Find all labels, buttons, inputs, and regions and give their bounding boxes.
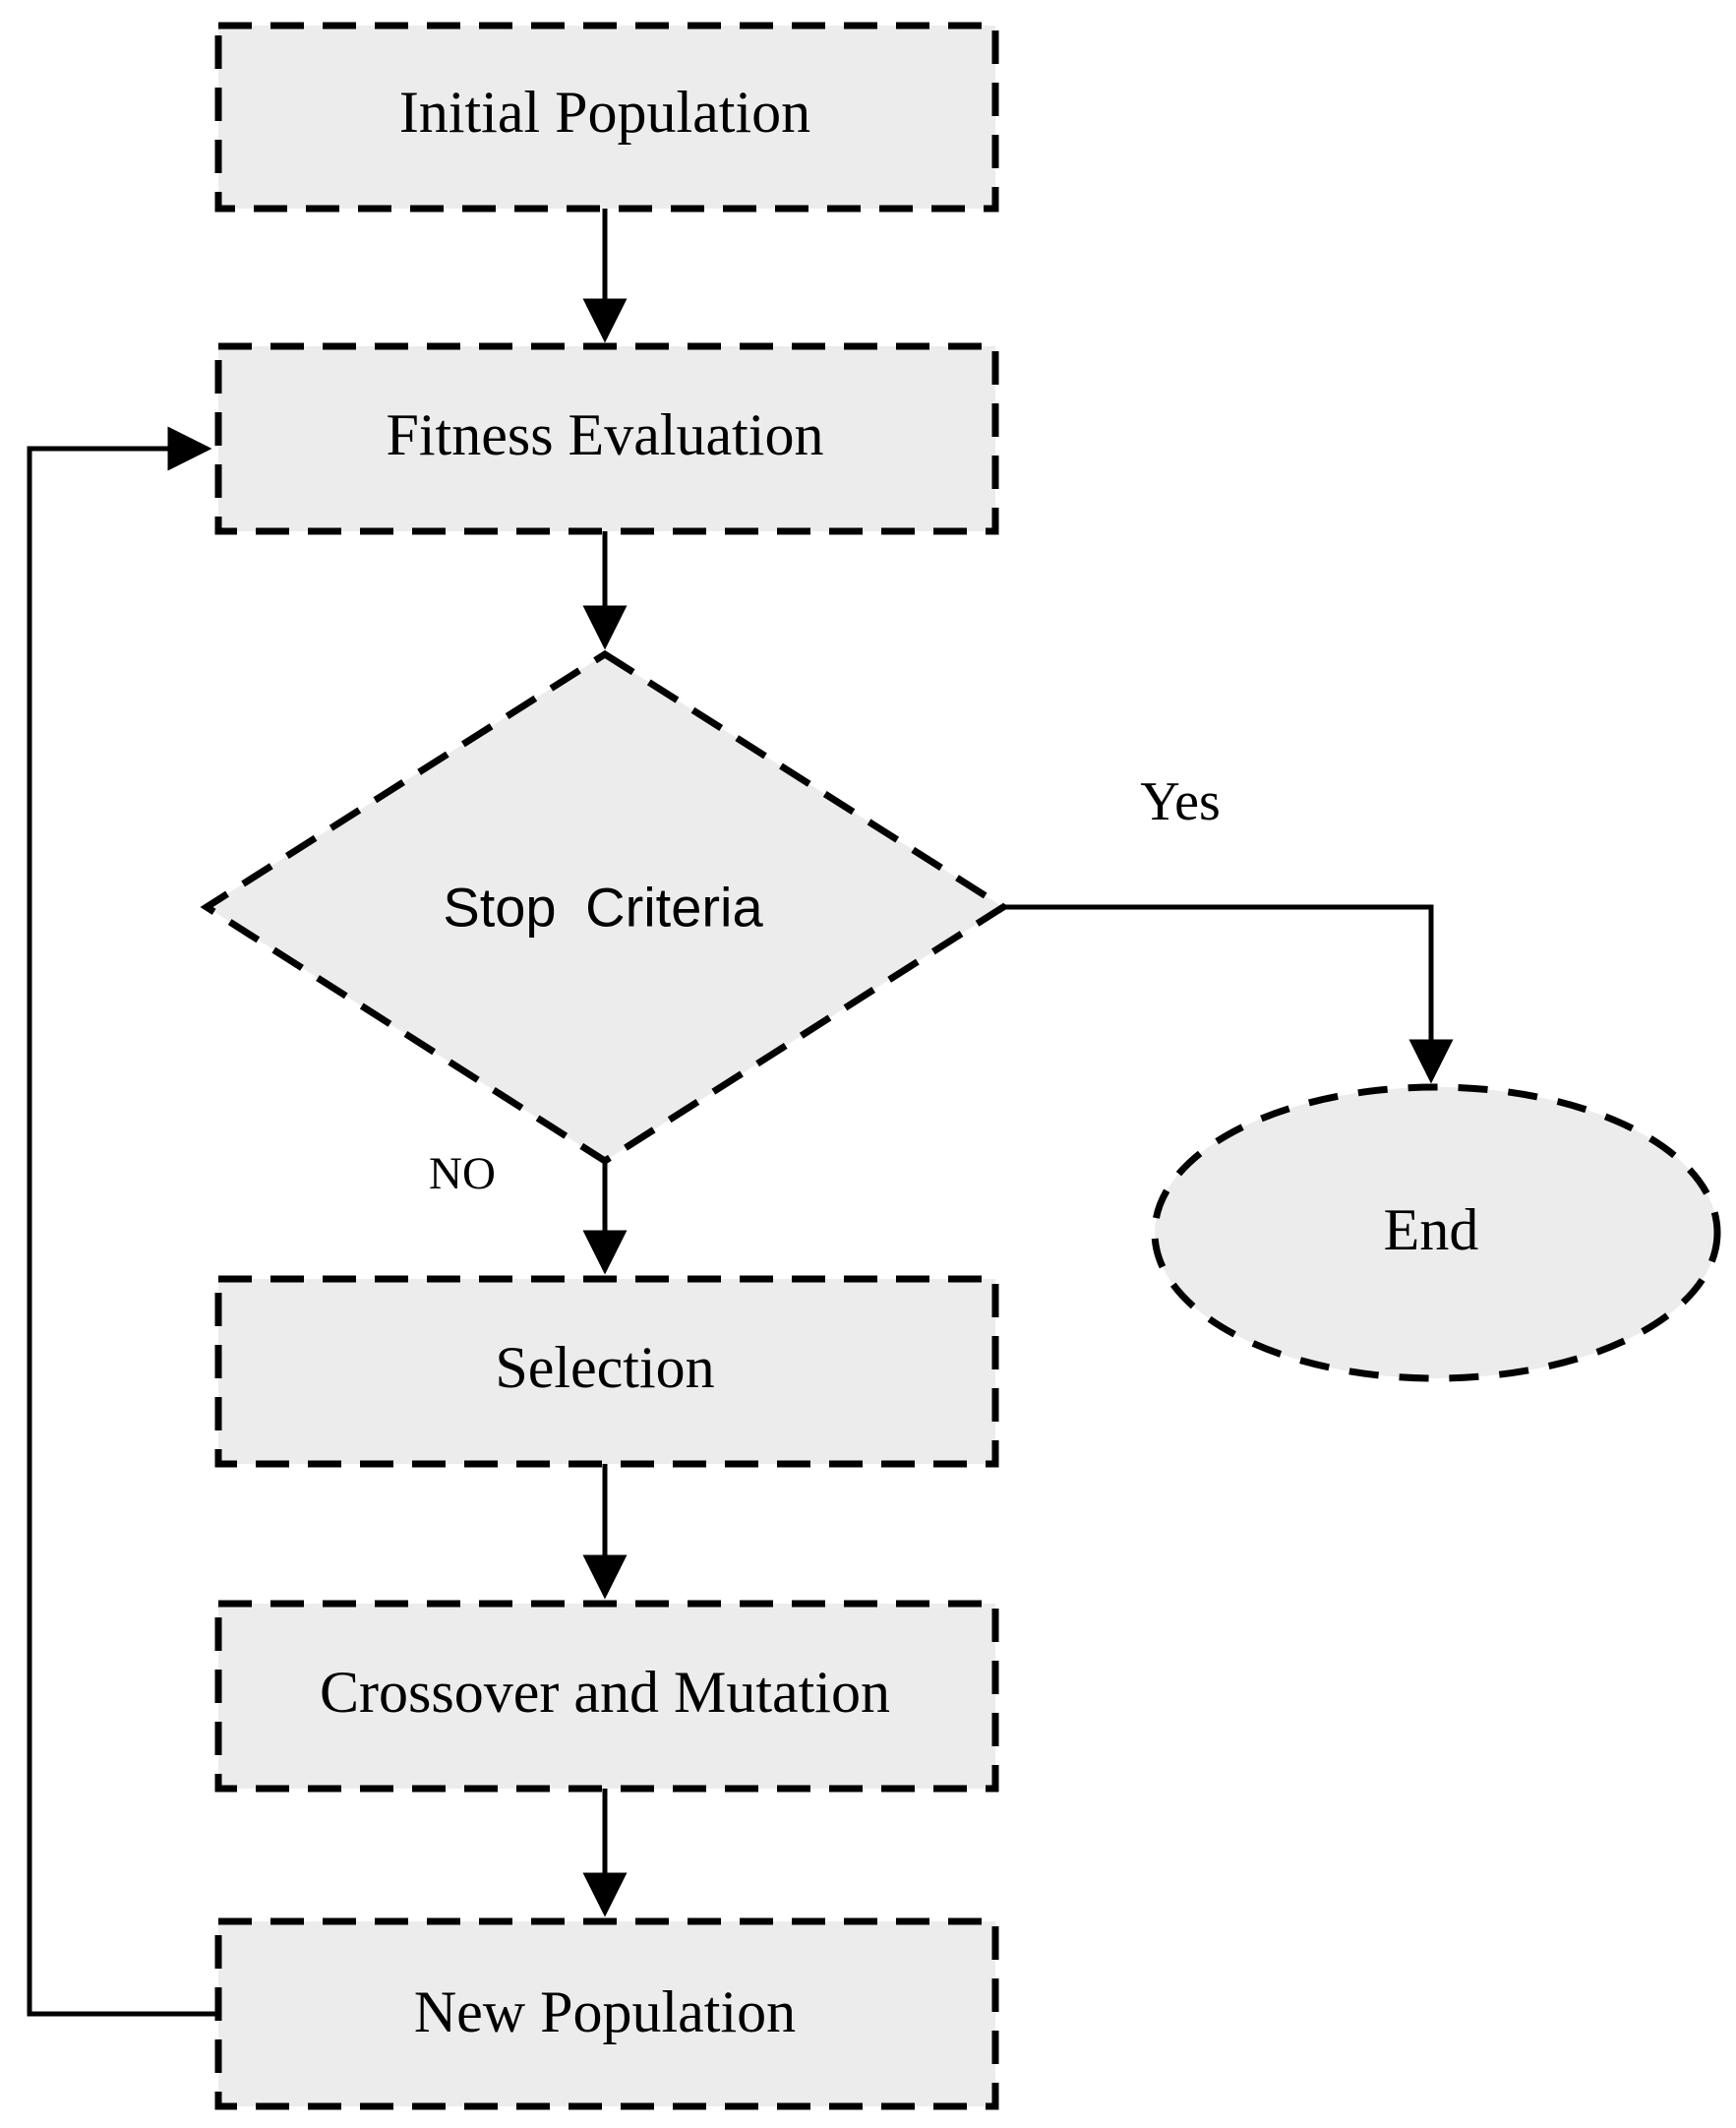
- selection-label: Selection: [495, 1335, 714, 1400]
- selection-box: [214, 1275, 999, 1468]
- node-initial-population: Initial Population: [214, 22, 999, 213]
- end-ellipse: [1151, 1083, 1721, 1382]
- node-stop-criteria: Stop Criteria: [200, 649, 1010, 1166]
- stop-criteria-label: Stop Criteria: [443, 877, 763, 939]
- fitness-evaluation-box: [214, 342, 999, 535]
- fitness-evaluation-label: Fitness Evaluation: [387, 402, 824, 467]
- node-selection: Selection: [214, 1275, 999, 1468]
- new-population-box: [214, 1917, 999, 2110]
- node-new-population: New Population: [214, 1917, 999, 2110]
- crossover-and-mutation-box: [214, 1600, 999, 1793]
- initial-population-label: Initial Population: [399, 80, 810, 145]
- arrow-newpopulation-loop-to-fitness: [27, 426, 216, 2017]
- node-fitness-evaluation: Fitness Evaluation: [214, 342, 999, 535]
- initial-population-box: [214, 22, 999, 213]
- end-label: End: [1384, 1197, 1479, 1262]
- stop-criteria-diamond: [200, 649, 1010, 1166]
- crossover-and-mutation-label: Crossover and Mutation: [320, 1660, 890, 1725]
- arrow-stopcriteria-yes-to-end: [1003, 904, 1454, 1084]
- node-crossover-and-mutation: Crossover and Mutation: [214, 1600, 999, 1793]
- node-end: End: [1151, 1083, 1721, 1382]
- no-branch-label: NO: [429, 1148, 496, 1199]
- new-population-label: New Population: [414, 1979, 796, 2044]
- yes-branch-label: Yes: [1140, 771, 1220, 832]
